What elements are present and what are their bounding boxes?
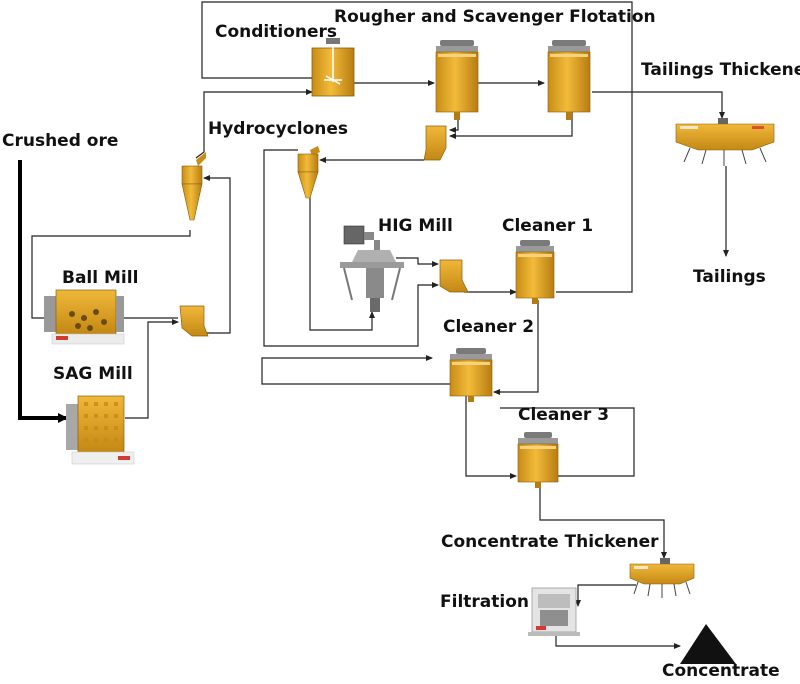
regrind-hydrocyclone (297, 146, 320, 199)
rougher-scavenger-label: Rougher and Scavenger Flotation (334, 7, 656, 27)
sag-mill (66, 395, 135, 465)
top-bypass-line (201, 1, 633, 92)
hig-mill (340, 225, 404, 312)
cleaner3-to-thickener-line (539, 484, 667, 559)
cleaner-2-label: Cleaner 2 (443, 317, 535, 337)
sump-to-cyclone-line (203, 175, 231, 334)
flotation-conc-sump (423, 125, 447, 161)
cyclone-underflow-line (31, 230, 191, 321)
hig-to-sump-line (396, 257, 439, 267)
scavenger-to-tailings-line (592, 91, 725, 119)
filter-to-concentrate-line (555, 636, 681, 649)
thickener-to-filter-line (575, 584, 636, 607)
crushed-ore-label: Crushed ore (2, 131, 119, 151)
recycle-loop-line (263, 149, 439, 347)
tailings-label: Tailings (693, 267, 766, 287)
concentrate-thickener-label: Concentrate Thickener (441, 532, 659, 552)
cleaner2-to-cleaner3-line (465, 392, 517, 479)
filter-press (528, 587, 580, 636)
cleaner-2-cell (449, 348, 493, 402)
scavenger-cell (547, 40, 591, 120)
cleaner-1-cell (515, 240, 555, 304)
concentrate-thickener (629, 558, 695, 598)
cleaner1-tails-line (556, 92, 633, 293)
concentrate-pile (680, 624, 736, 664)
cleaner3-tails-line (500, 407, 635, 477)
tailings-thickener-label: Tailings Thickener (641, 60, 800, 80)
cleaner1-to-cleaner2-line (493, 300, 539, 395)
scavenger-conc-line (449, 112, 573, 139)
cyclone-overflow-line (195, 89, 313, 159)
sag-mill-label: SAG Mill (53, 364, 133, 384)
cleaner-3-cell (517, 432, 559, 488)
hig-mill-label: HIG Mill (378, 216, 453, 236)
ball-mill (44, 289, 125, 345)
crushed-ore-feed-line (18, 160, 68, 423)
sag-to-sump-line (125, 319, 179, 419)
filtration-label: Filtration (440, 592, 529, 612)
rougher-cell (435, 40, 479, 120)
conditioner-tank (311, 38, 355, 97)
primary-hydrocyclone (181, 152, 206, 221)
cleaner-1-label: Cleaner 1 (502, 216, 594, 236)
cleaner2-tails-line (261, 355, 450, 385)
cyclone-to-hig-line (309, 196, 375, 331)
hydrocyclones-label: Hydrocyclones (208, 119, 349, 139)
cleaner-feed-sump (439, 259, 469, 293)
tailings-thickener (675, 118, 775, 166)
cleaner-3-label: Cleaner 3 (518, 405, 610, 425)
mill-discharge-sump (179, 305, 209, 337)
concentrate-label: Concentrate (662, 661, 780, 681)
conditioners-label: Conditioners (215, 22, 338, 42)
ball-mill-label: Ball Mill (62, 268, 139, 288)
